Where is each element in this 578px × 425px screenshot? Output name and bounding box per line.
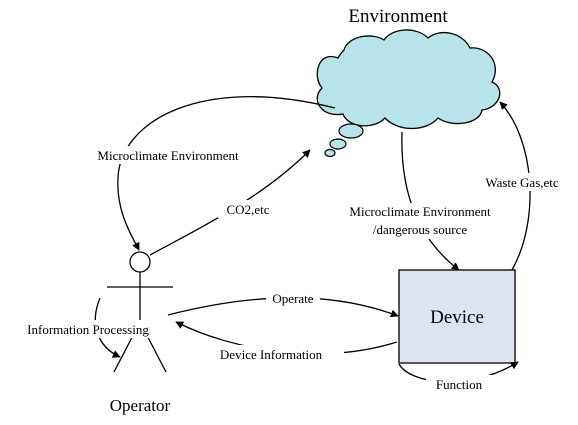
label-bg <box>198 345 344 363</box>
operator-figure <box>107 251 173 373</box>
label-bg <box>266 290 320 306</box>
label-device-information: Device Information <box>220 347 323 362</box>
label-bg <box>470 173 574 191</box>
label-bg <box>322 203 518 239</box>
operator-label: Operator <box>110 396 171 415</box>
label-bg <box>218 200 278 218</box>
device-box <box>398 269 516 364</box>
label-waste-gas: Waste Gas,etc <box>485 175 559 190</box>
edge-microclimate-dangerous <box>401 131 460 271</box>
label-bg <box>2 320 174 338</box>
label-operate: Operate <box>272 291 313 306</box>
label-microclimate-environment: Microclimate Environment <box>97 148 239 163</box>
label-microclimate-dangerous-1: Microclimate Environment <box>349 204 491 219</box>
label-information-processing: Information Processing <box>27 322 149 337</box>
label-co2: CO2,etc <box>227 202 270 217</box>
environment-title: Environment <box>348 6 448 27</box>
label-microclimate-dangerous-2: /dangerous source <box>373 222 467 237</box>
environment-cloud <box>316 29 501 158</box>
label-function: Function <box>436 377 483 392</box>
edge-microclimate-environment <box>117 96 336 251</box>
label-bg <box>68 146 270 164</box>
device-label: Device <box>430 307 484 328</box>
label-bg <box>426 375 492 393</box>
